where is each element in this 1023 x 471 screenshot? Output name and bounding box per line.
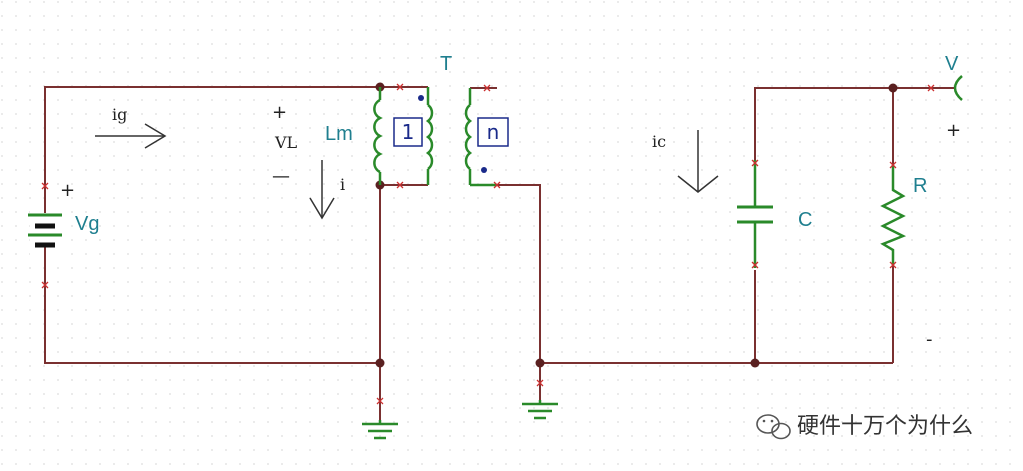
label-vl: VL [274,133,298,152]
label-r: R [913,175,927,197]
junction-dot [535,358,545,368]
watermark-text: 硬件十万个为什么 [797,414,973,439]
label-vl-minus: — [272,166,290,187]
label-vl-plus: + [272,102,287,123]
ratio-box-primary [393,117,423,147]
junction-dot [750,358,760,368]
junction-dot [375,358,385,368]
current-arrow-ig [95,123,167,149]
wechat-logo-icon [756,414,791,440]
label-ic: ic [652,132,666,151]
transformer-secondary [464,88,497,187]
current-arrow-i [309,160,335,220]
label-v-plus: + [946,120,961,141]
ratio-label-primary: 1 [402,120,415,144]
current-arrow-ic [677,130,719,193]
transformer-primary [425,87,434,185]
capacitor-c [735,160,775,270]
label-c: C [798,209,812,231]
label-lm: Lm [325,123,353,145]
label-t: T [440,53,452,75]
inductor-lm [368,87,392,185]
ground-symbol-left [362,420,398,440]
junction-dot [888,83,898,93]
watermark: 硬件十万个为什么 [756,414,973,440]
wire-secondary-bottom [497,184,541,400]
output-terminal-icon [953,75,963,101]
polarity-dot-secondary [481,167,487,173]
wires [44,86,955,420]
polarity-dot-primary [418,95,424,101]
label-i: i [340,175,345,194]
resistor-r [878,165,908,265]
wire-left-return [44,300,380,364]
label-v: V [945,53,959,75]
label-vg: Vg [75,213,99,235]
ratio-label-secondary: n [487,120,500,144]
battery-vg [28,185,62,300]
ground-symbol-middle [522,400,558,420]
label-v-minus: - [926,329,933,350]
pin-markers [41,83,935,405]
ratio-box-secondary [477,117,509,147]
label-vg-plus: + [60,180,75,201]
label-ig: ig [112,105,127,124]
